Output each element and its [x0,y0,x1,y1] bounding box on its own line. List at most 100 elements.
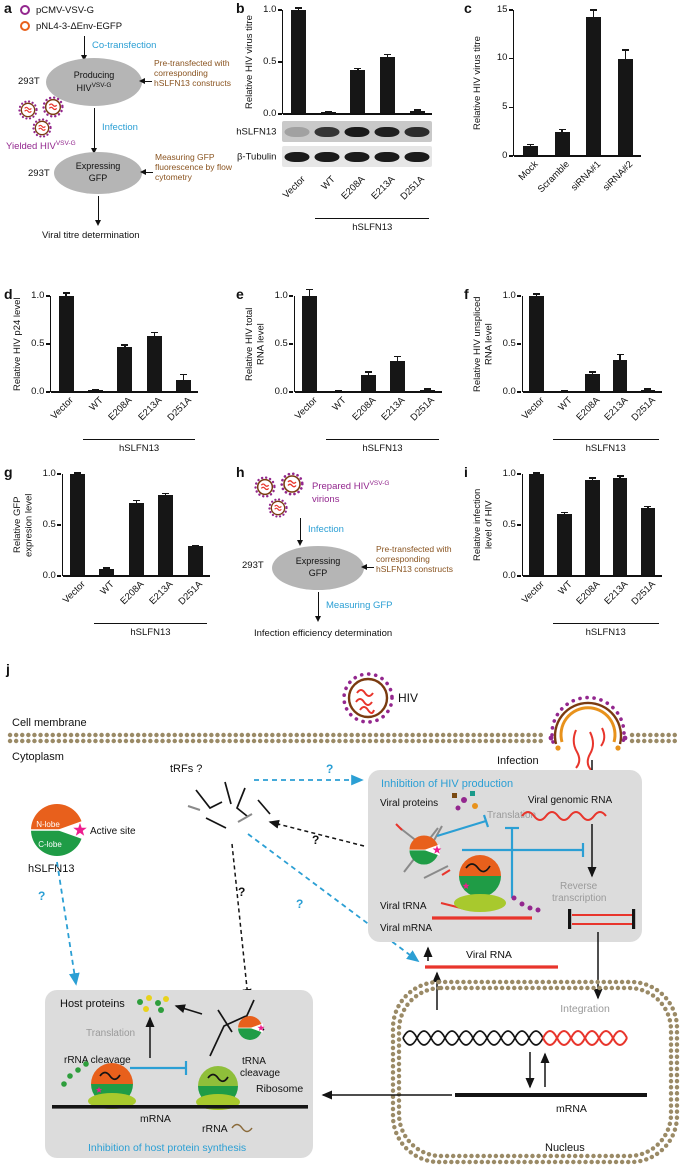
yticklab: 1.0 [263,3,277,15]
yticklab: 0.5 [502,337,516,349]
xlab: siRNA#2 [600,159,636,194]
band [284,151,310,162]
err-line [563,512,566,515]
err-cap [394,365,402,367]
xlab: E208A [574,395,603,423]
panel-label-b: b [236,0,245,16]
bar [380,56,396,114]
err-cap [644,508,652,510]
bar [128,502,144,576]
expressing-line2: GFP [88,173,108,183]
nucleus-envelope-outer [390,979,680,1165]
panel-a: a pCMV-VSV-G pNL4-3-ΔEnv-EGFP Co-transfe… [4,0,234,282]
host-translation-label: Translation [86,1028,135,1039]
xlab: E213A [601,579,630,607]
yticklab: 0.0 [274,385,288,397]
trna-to-translation-arrow [174,1004,203,1015]
err-cap [588,371,596,373]
xlab: Vector [49,395,76,422]
inhibition-tbars [436,814,585,898]
infection-label: Infection [102,122,138,133]
xlab: E213A [369,174,398,202]
tick [45,343,50,345]
panel-label-g: g [4,464,13,480]
cell-membrane [7,732,683,744]
tick [45,391,50,393]
err-cap [132,499,140,502]
err-cap [384,54,392,56]
bracket-label: hSLFN13 [352,222,393,233]
err-cap [364,376,372,379]
err-cap [622,66,630,69]
bar [618,58,634,156]
err-cap [162,496,170,499]
err-cap [560,514,568,516]
err-cap [394,355,402,358]
y-axis-label: Relative infection level of HIV [472,488,495,562]
err-line [153,332,155,341]
xlab: E213A [147,579,176,607]
expressing-line1: Expressing [295,556,341,567]
bar [612,360,628,392]
tick [56,473,62,475]
bar [187,546,203,576]
c-lobe-label: C-lobe [38,840,62,849]
err-cap [62,298,70,300]
panel-j: j HIV Cell membrane Cytoplasm Infection … [0,660,685,1168]
err-cap [191,544,199,547]
band [374,126,400,137]
err-cap [150,331,158,334]
panel-label-c: c [464,0,472,16]
y-axis-label: Relative HIV unspliced RNA level [472,296,495,392]
infection-label: Infection [497,755,539,767]
baseline [522,391,662,393]
band [344,126,370,137]
panel-label-f: f [464,286,469,302]
measuring-gfp-note: Measuring GFP fluorescence by flow cytom… [155,152,233,183]
question-mark: ? [238,885,245,899]
xlab: D251A [176,579,205,608]
viral-titre-outcome: Viral titre determination [42,230,140,241]
err-cap [588,477,596,479]
yticklab: 5 [502,100,508,112]
note2-arrow [139,167,153,177]
err-cap [588,481,596,483]
nucleus-envelope-inner [396,985,674,1159]
measuring-arrow [313,592,323,622]
err-cap [294,7,302,9]
expressing-line2: GFP [308,568,328,578]
infection-arrow [295,518,305,546]
cytoplasm-label: Cytoplasm [12,751,64,763]
err-cap [590,22,598,25]
measuring-gfp-label: Measuring GFP [326,600,393,611]
infection-label: Infection [308,524,344,535]
rrna-squiggle [231,1123,253,1133]
err-line [194,545,196,548]
tick [56,575,62,577]
err-line [426,389,428,392]
xlab: Vector [292,395,320,422]
err-line [619,476,621,481]
bar [522,146,538,156]
xlab: E208A [118,579,147,607]
blot-label: hSLFN13 [236,126,277,137]
group-bracket: hSLFN13 [50,438,198,464]
bar [529,296,544,392]
xlab: Vector [60,579,88,606]
producing-line2: HIV [76,82,92,93]
err-line [647,389,649,392]
tick [45,295,50,297]
xlab: E213A [379,395,408,423]
hiv-virion-icon [342,672,394,724]
n-lobe-label: N-lobe [36,820,60,829]
blot-label: β-Tubulin [236,151,277,162]
